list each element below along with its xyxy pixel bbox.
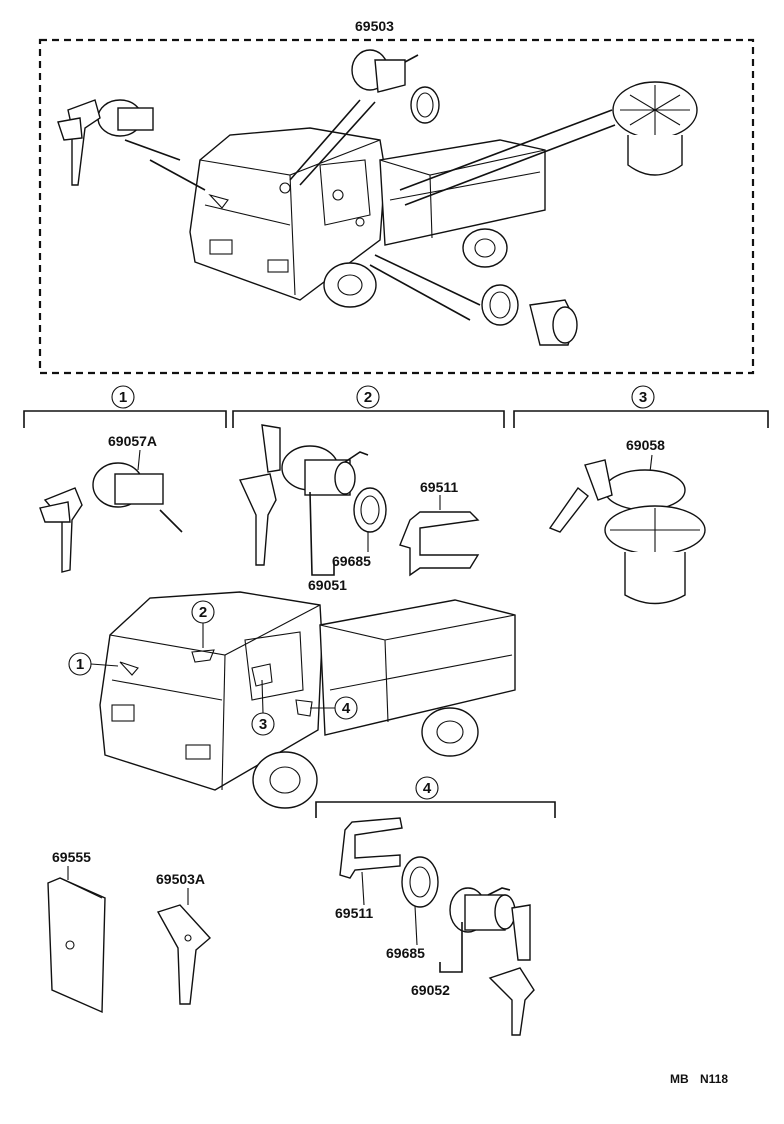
group-number-3: 3 [639,389,647,406]
kit-door-lock [289,49,440,186]
group-header-3: 3 [513,385,769,428]
callout-number-2: 2 [199,604,207,621]
callout-3: 3 [251,663,275,736]
label-69685-back: 69685 [386,945,425,961]
key-plate [47,866,106,1014]
door-retainer [399,495,480,577]
group-header-1: 1 [23,385,227,428]
callout-number-4: 4 [342,700,351,717]
label-69685-door: 69685 [332,553,371,569]
label-69503: 69503 [355,18,394,34]
key-blank [156,888,212,1005]
label-69052: 69052 [411,982,450,998]
group-header-2: 2 [232,385,505,428]
callout-number-1: 1 [76,656,84,673]
truck-top-illustration [189,127,546,308]
callout-number-3: 3 [259,716,267,733]
label-69511-back: 69511 [335,905,373,921]
group-header-4: 4 [315,776,556,818]
footer-code-left: MB [670,1072,689,1086]
door-lock-cylinder [238,424,369,576]
kit-back-door-lock [369,254,578,346]
kit-fuel-cap [399,81,698,206]
label-69511-door: 69511 [420,479,458,495]
label-69503a: 69503A [156,871,205,887]
label-69057a: 69057A [108,433,157,449]
truck-main-illustration [99,591,516,809]
back-door-gasket [401,856,439,946]
callout-1: 1 [68,652,139,676]
door-gasket [353,487,387,552]
label-69555: 69555 [52,849,91,865]
label-69058: 69058 [626,437,665,453]
group-number-1: 1 [119,389,127,406]
callout-2: 2 [191,600,215,663]
group-number-2: 2 [364,389,372,406]
kit-ignition-lock [57,99,206,191]
callout-4: 4 [295,696,358,720]
kit-frame [38,38,755,375]
back-door-cylinder [439,887,535,1036]
fuel-cap-lock [548,454,706,605]
footer-code-right: N118 [700,1072,728,1086]
group-number-4: 4 [423,780,432,797]
back-door-retainer [339,817,403,906]
label-69051: 69051 [308,577,347,593]
ignition-lock-cylinder [39,449,183,573]
